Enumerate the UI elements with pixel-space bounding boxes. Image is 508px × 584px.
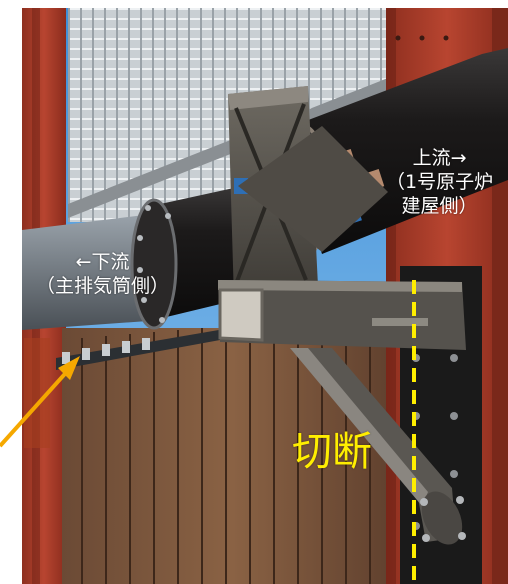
photo: [22, 8, 508, 584]
arrow-head-icon: [58, 356, 80, 380]
beam-end-opening: [218, 288, 264, 342]
fence-slats: [81, 328, 371, 584]
upstream-label-line2: （1号原子炉: [386, 171, 494, 193]
support-arm: [238, 126, 388, 252]
cut-label: 切断: [292, 429, 372, 475]
pointer-arrow: [0, 356, 80, 448]
steel-beam: [218, 280, 466, 350]
photo-scene: [22, 8, 508, 584]
flange-bolts: [137, 205, 171, 323]
downstream-label: ←下流 （主排気筒側）: [36, 250, 169, 298]
upstream-label-line3: 建屋側）: [401, 195, 478, 217]
downstream-label-line2: （主排気筒側）: [36, 275, 170, 297]
downstream-label-line1: ←下流: [75, 251, 130, 273]
pipe-flange: [130, 198, 178, 330]
upstream-label-line1: 上流→: [412, 147, 467, 169]
downstream-pipe: [22, 214, 162, 330]
rail-brackets: [62, 338, 150, 364]
upstream-label: 上流→ （1号原子炉 建屋側）: [386, 146, 493, 218]
